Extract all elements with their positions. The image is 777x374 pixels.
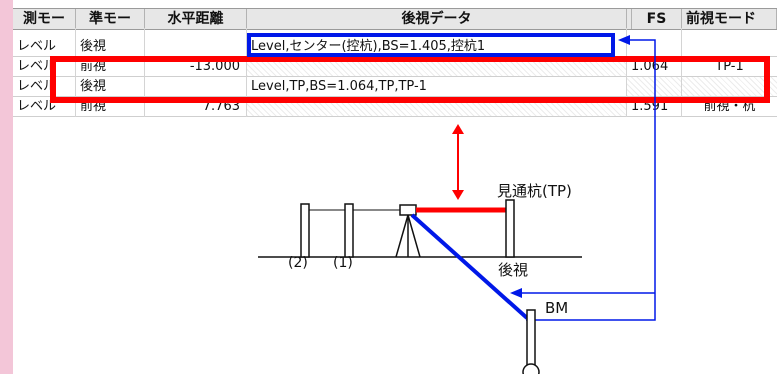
col-header-mode[interactable]: 準モー [76, 9, 145, 29]
column-divider [681, 28, 682, 117]
cell-measure-mode[interactable]: レベル [17, 99, 57, 114]
column-divider [75, 28, 76, 117]
stake-2 [300, 203, 310, 258]
cell-measure-mode[interactable]: レベル [17, 79, 57, 94]
col-header-distance[interactable]: 水平距離 [145, 9, 247, 29]
tripod-leg [395, 214, 409, 258]
arrowhead-up [452, 124, 464, 134]
highlight-blue-box [247, 33, 615, 57]
level-instrument-icon [399, 204, 417, 216]
tp-stake [505, 199, 515, 258]
cell-fore-mode[interactable]: TP-1 [715, 59, 744, 74]
backsight-line [410, 213, 529, 320]
col-header-spacer [627, 9, 632, 29]
column-divider [246, 28, 247, 117]
cell-backsight[interactable]: Level,センター(控杭),BS=1.405,控杭1 [251, 39, 486, 54]
backsight-label: 後視 [498, 261, 529, 279]
col-header-fs[interactable]: FS [632, 9, 682, 29]
column-divider [144, 28, 145, 117]
connector-arrowhead-top [618, 35, 630, 45]
tp-label: 見通杭(TP) [497, 182, 572, 200]
column-divider [626, 28, 627, 117]
cell-fs[interactable] [627, 77, 681, 96]
grid-header: 測モー 準モー 水平距離 後視データ FS 前視モード [13, 8, 777, 30]
arrowhead-down [452, 190, 464, 200]
cell-measure-mode[interactable]: レベル [17, 59, 57, 74]
bm-label: BM [545, 299, 569, 317]
tripod-leg [407, 214, 421, 258]
highlight-red-box [50, 56, 770, 103]
cell-mode[interactable]: 後視 [80, 39, 107, 54]
bm-marker [522, 363, 540, 374]
stake-2-label: (2) [288, 255, 308, 271]
col-header-measure-mode[interactable]: 測モー [13, 9, 76, 29]
connector-arrowhead-bottom [510, 288, 522, 298]
cell-fore-mode[interactable] [682, 77, 777, 96]
stake-1-label: (1) [333, 255, 353, 271]
cell-mode[interactable]: 後視 [80, 79, 107, 94]
cell-measure-mode[interactable]: レベル [17, 39, 57, 54]
cell-fs[interactable]: 1.064 [631, 59, 669, 74]
table-row[interactable]: レベル 後視 Level,TP,BS=1.064,TP,TP-1 [13, 77, 777, 97]
bm-stake [526, 309, 536, 367]
stake-1 [344, 203, 354, 258]
cell-backsight[interactable]: Level,TP,BS=1.064,TP,TP-1 [251, 79, 427, 94]
left-margin-bar [0, 0, 13, 374]
col-header-backsight[interactable]: 後視データ [247, 9, 627, 29]
cell-mode[interactable]: 前視 [80, 59, 107, 74]
cell-distance[interactable]: -13.000 [189, 59, 240, 74]
